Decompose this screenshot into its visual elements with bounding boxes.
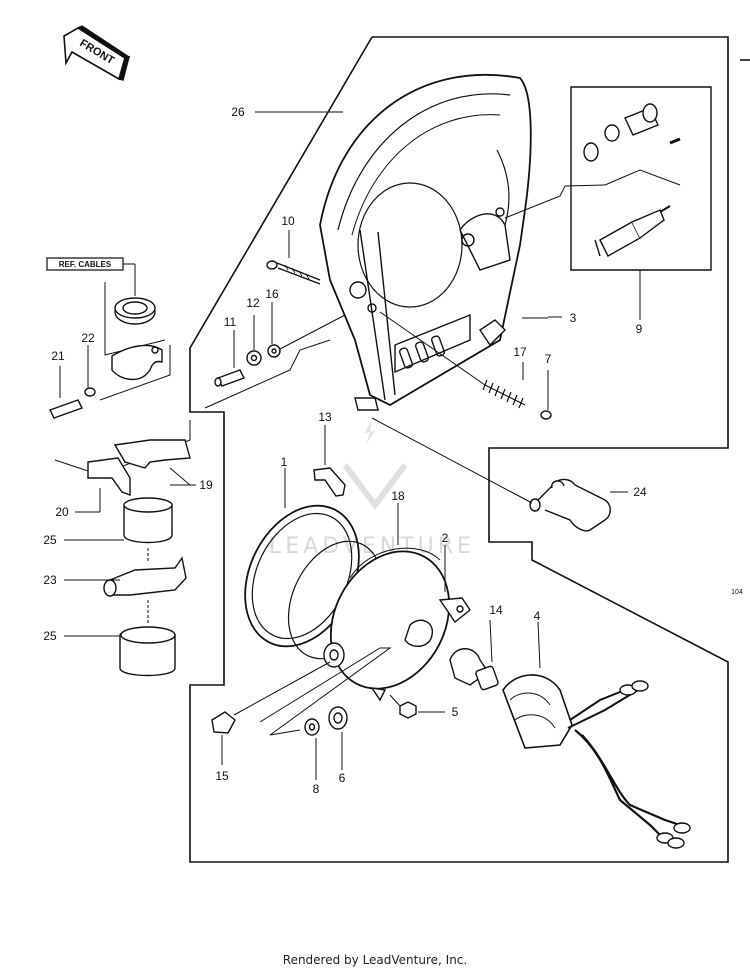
callout-leaders bbox=[64, 112, 628, 636]
callout-24: 24 bbox=[633, 485, 647, 499]
headlight-visor bbox=[320, 75, 531, 410]
switch-inset-box bbox=[571, 87, 711, 270]
callout-3: 3 bbox=[570, 311, 577, 325]
cable-24 bbox=[372, 418, 610, 531]
callout-9: 9 bbox=[636, 322, 643, 336]
callout-11: 11 bbox=[224, 315, 237, 329]
front-arrow-icon: FRONT bbox=[64, 26, 129, 80]
group-boundary-upper bbox=[190, 37, 728, 862]
callout-20: 20 bbox=[55, 505, 69, 519]
callout-7: 7 bbox=[545, 352, 552, 366]
callout-26: 26 bbox=[231, 105, 245, 119]
callout-12: 12 bbox=[246, 296, 260, 310]
callout-19: 19 bbox=[199, 478, 213, 492]
left-cable-clamp-group: REF. CABLES bbox=[47, 258, 190, 676]
callout-15: 15 bbox=[215, 769, 229, 783]
callout-17: 17 bbox=[513, 345, 527, 359]
bulb-14 bbox=[450, 620, 499, 690]
watermark-text: LEADVENTURE bbox=[269, 534, 475, 559]
callout-18: 18 bbox=[391, 489, 405, 503]
housing-2 bbox=[308, 531, 473, 710]
callout-5: 5 bbox=[452, 705, 459, 719]
grommets-15-8-6 bbox=[212, 648, 390, 780]
callout-21: 21 bbox=[51, 349, 65, 363]
callout-10: 10 bbox=[281, 214, 295, 228]
switch-parts bbox=[584, 104, 680, 256]
callout-6: 6 bbox=[339, 771, 346, 785]
spring-17-nut-7 bbox=[380, 312, 551, 419]
nut-5 bbox=[390, 695, 445, 718]
watermark: LEADVENTURE bbox=[269, 420, 475, 559]
callout-16: 16 bbox=[265, 287, 279, 301]
callout-4: 4 bbox=[534, 609, 541, 623]
callout-1: 1 bbox=[281, 455, 288, 469]
callout-8: 8 bbox=[313, 782, 320, 796]
callout-numbers: 26 10 3 9 17 7 11 12 16 13 1 18 2 24 14 … bbox=[43, 105, 743, 796]
bolt-11-washers bbox=[215, 315, 345, 386]
callout-2: 2 bbox=[442, 531, 449, 545]
callout-13: 13 bbox=[318, 410, 332, 424]
callout-23: 23 bbox=[43, 573, 57, 587]
callout-25-upper: 25 bbox=[43, 533, 57, 547]
clamp-13 bbox=[314, 468, 345, 496]
side-code: 104 bbox=[731, 589, 743, 596]
socket-4 bbox=[503, 622, 690, 848]
ref-cables-label: REF. CABLES bbox=[59, 260, 112, 269]
callout-22: 22 bbox=[81, 331, 95, 345]
bolt-10 bbox=[267, 261, 320, 284]
callout-25-lower: 25 bbox=[43, 629, 57, 643]
callout-14: 14 bbox=[489, 603, 503, 617]
footer-credit: Rendered by LeadVenture, Inc. bbox=[282, 953, 468, 967]
